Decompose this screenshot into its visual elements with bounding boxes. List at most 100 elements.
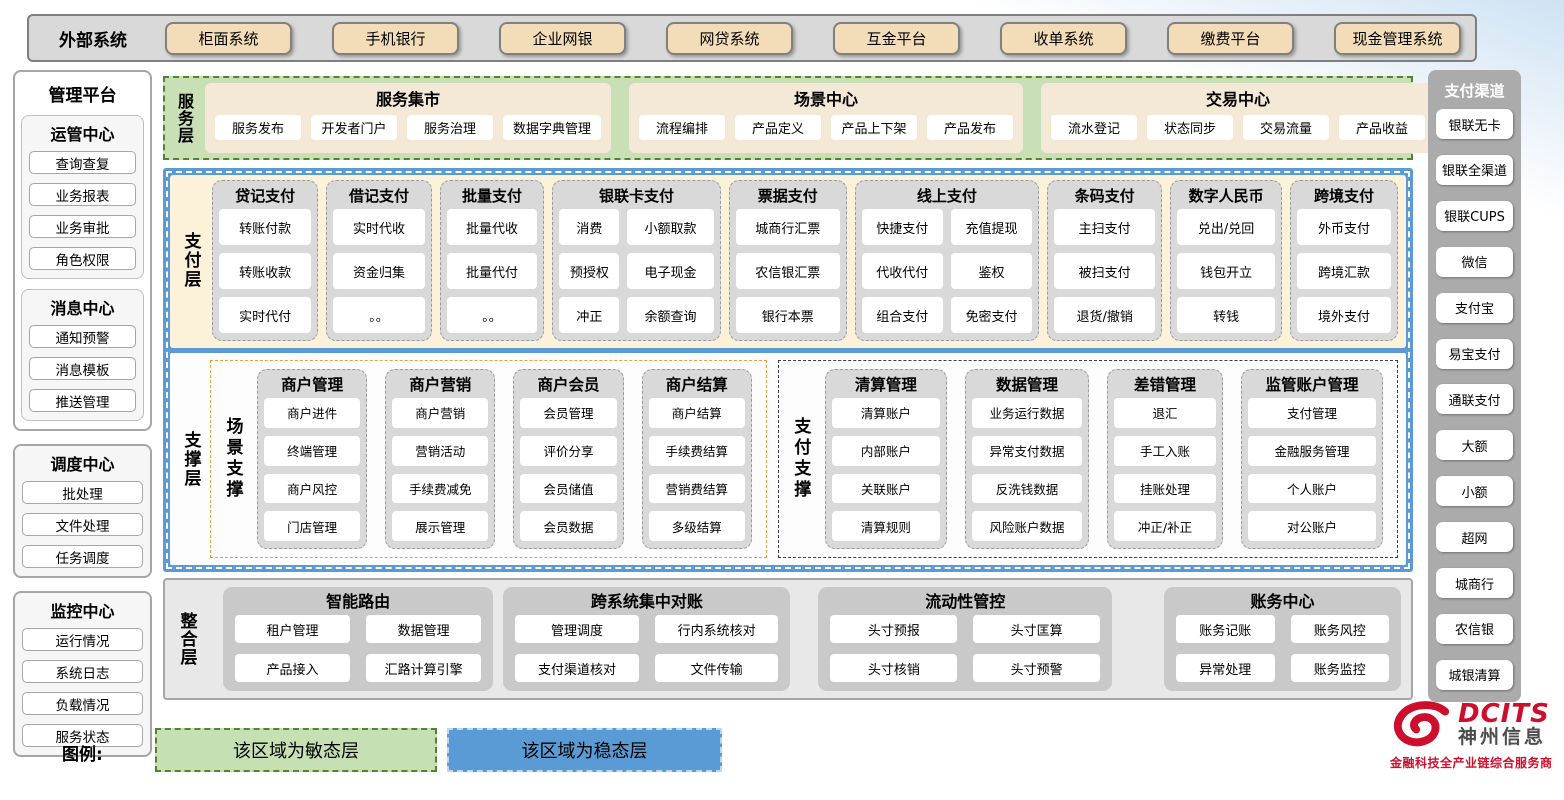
- support-module-button[interactable]: 营销活动: [392, 435, 489, 466]
- support-module-button[interactable]: 展示管理: [392, 511, 489, 541]
- external-system-button[interactable]: 网贷系统: [666, 21, 793, 55]
- payment-module-button[interactable]: 境外支付: [1296, 297, 1391, 333]
- support-module-button[interactable]: 多级结算: [648, 511, 745, 541]
- management-button[interactable]: 任务调度: [22, 545, 143, 568]
- payment-channel-button[interactable]: 通联支付: [1436, 384, 1513, 415]
- management-button[interactable]: 负载情况: [22, 692, 143, 715]
- support-module-button[interactable]: 内部账户: [831, 435, 941, 466]
- service-button[interactable]: 产品上下架: [831, 115, 918, 140]
- payment-module-button[interactable]: 。。: [446, 297, 538, 333]
- support-module-button[interactable]: 金融服务管理: [1247, 435, 1376, 466]
- management-button[interactable]: 查询查复: [29, 151, 136, 174]
- support-module-button[interactable]: 终端管理: [264, 435, 361, 466]
- integration-button[interactable]: 头寸匡算: [973, 615, 1101, 643]
- integration-button[interactable]: 账务记账: [1176, 615, 1275, 643]
- payment-channel-button[interactable]: 银联CUPS: [1436, 200, 1513, 231]
- payment-module-button[interactable]: 农信银汇票: [735, 253, 840, 289]
- support-module-button[interactable]: 评价分享: [520, 435, 617, 466]
- support-module-button[interactable]: 反洗钱数据: [972, 473, 1083, 504]
- support-module-button[interactable]: 手工入账: [1114, 435, 1216, 466]
- support-module-button[interactable]: 冲正/补正: [1114, 511, 1216, 541]
- support-module-button[interactable]: 商户结算: [648, 398, 745, 428]
- payment-channel-button[interactable]: 城银清算: [1436, 659, 1513, 690]
- support-module-button[interactable]: 商户进件: [264, 398, 361, 428]
- service-button[interactable]: 交易流量: [1243, 115, 1330, 140]
- support-module-button[interactable]: 对公账户: [1247, 511, 1376, 541]
- payment-module-button[interactable]: 组合支付: [861, 297, 943, 333]
- support-module-button[interactable]: 会员管理: [520, 398, 617, 428]
- service-button[interactable]: 产品发布: [927, 115, 1014, 140]
- management-button[interactable]: 业务审批: [29, 215, 136, 238]
- payment-channel-button[interactable]: 银联全渠道: [1436, 154, 1513, 185]
- external-system-button[interactable]: 企业网银: [499, 21, 626, 55]
- integration-button[interactable]: 支付渠道核对: [515, 654, 639, 682]
- support-module-button[interactable]: 门店管理: [264, 511, 361, 541]
- payment-channel-button[interactable]: 超网: [1436, 522, 1513, 553]
- external-system-button[interactable]: 互金平台: [833, 21, 960, 55]
- payment-module-button[interactable]: 外币支付: [1296, 209, 1391, 245]
- payment-module-button[interactable]: 小额取款: [627, 209, 714, 245]
- payment-module-button[interactable]: 批量代付: [446, 253, 538, 289]
- management-button[interactable]: 文件处理: [22, 513, 143, 536]
- integration-button[interactable]: 头寸核销: [830, 654, 958, 682]
- payment-module-button[interactable]: 退货/撤销: [1054, 297, 1156, 333]
- support-module-button[interactable]: 退汇: [1114, 398, 1216, 428]
- integration-button[interactable]: 账务风控: [1290, 615, 1389, 643]
- integration-button[interactable]: 管理调度: [515, 615, 639, 643]
- payment-channel-button[interactable]: 城商行: [1436, 568, 1513, 599]
- payment-module-button[interactable]: 余额查询: [627, 297, 714, 333]
- service-button[interactable]: 产品收益: [1339, 115, 1426, 140]
- payment-module-button[interactable]: 实时代付: [219, 297, 312, 333]
- support-module-button[interactable]: 手续费结算: [648, 435, 745, 466]
- payment-module-button[interactable]: 转钱: [1177, 297, 1275, 333]
- management-button[interactable]: 运行情况: [22, 628, 143, 651]
- support-module-button[interactable]: 商户营销: [392, 398, 489, 428]
- payment-module-button[interactable]: 冲正: [559, 297, 620, 333]
- payment-channel-button[interactable]: 农信银: [1436, 613, 1513, 644]
- payment-module-button[interactable]: 批量代收: [446, 209, 538, 245]
- service-button[interactable]: 流程编排: [639, 115, 726, 140]
- support-module-button[interactable]: 清算账户: [831, 398, 941, 428]
- management-button[interactable]: 系统日志: [22, 660, 143, 683]
- payment-channel-button[interactable]: 小额: [1436, 476, 1513, 507]
- payment-module-button[interactable]: 银行本票: [735, 297, 840, 333]
- support-module-button[interactable]: 营销费结算: [648, 473, 745, 504]
- management-button[interactable]: 业务报表: [29, 183, 136, 206]
- external-system-button[interactable]: 缴费平台: [1167, 21, 1294, 55]
- support-module-button[interactable]: 业务运行数据: [972, 398, 1083, 428]
- payment-module-button[interactable]: 资金归集: [333, 253, 425, 289]
- external-system-button[interactable]: 收单系统: [1000, 21, 1127, 55]
- integration-button[interactable]: 头寸预报: [830, 615, 958, 643]
- payment-module-button[interactable]: 被扫支付: [1054, 253, 1156, 289]
- external-system-button[interactable]: 现金管理系统: [1334, 21, 1461, 55]
- service-button[interactable]: 流水登记: [1051, 115, 1138, 140]
- payment-channel-button[interactable]: 大额: [1436, 430, 1513, 461]
- service-button[interactable]: 产品定义: [735, 115, 822, 140]
- payment-module-button[interactable]: 预授权: [559, 253, 620, 289]
- integration-button[interactable]: 账务监控: [1290, 654, 1389, 682]
- support-module-button[interactable]: 清算规则: [831, 511, 941, 541]
- payment-module-button[interactable]: 消费: [559, 209, 620, 245]
- payment-module-button[interactable]: 转账收款: [219, 253, 312, 289]
- payment-channel-button[interactable]: 微信: [1436, 246, 1513, 277]
- service-button[interactable]: 数据字典管理: [503, 115, 602, 140]
- service-button[interactable]: 开发者门户: [311, 115, 397, 140]
- integration-button[interactable]: 数据管理: [366, 615, 482, 643]
- integration-button[interactable]: 租户管理: [235, 615, 351, 643]
- payment-module-button[interactable]: 免密支付: [950, 297, 1033, 333]
- payment-module-button[interactable]: 兑出/兑回: [1177, 209, 1275, 245]
- payment-module-button[interactable]: 实时代收: [333, 209, 425, 245]
- support-module-button[interactable]: 商户风控: [264, 473, 361, 504]
- support-module-button[interactable]: 风险账户数据: [972, 511, 1083, 541]
- integration-button[interactable]: 行内系统核对: [654, 615, 779, 643]
- support-module-button[interactable]: 会员数据: [520, 511, 617, 541]
- integration-button[interactable]: 汇路计算引擎: [366, 654, 482, 682]
- integration-button[interactable]: 异常处理: [1176, 654, 1275, 682]
- payment-module-button[interactable]: 电子现金: [627, 253, 714, 289]
- management-button[interactable]: 消息模板: [29, 357, 136, 380]
- support-module-button[interactable]: 手续费减免: [392, 473, 489, 504]
- support-module-button[interactable]: 会员储值: [520, 473, 617, 504]
- management-button[interactable]: 批处理: [22, 481, 143, 504]
- payment-module-button[interactable]: 充值提现: [950, 209, 1033, 245]
- support-module-button[interactable]: 挂账处理: [1114, 473, 1216, 504]
